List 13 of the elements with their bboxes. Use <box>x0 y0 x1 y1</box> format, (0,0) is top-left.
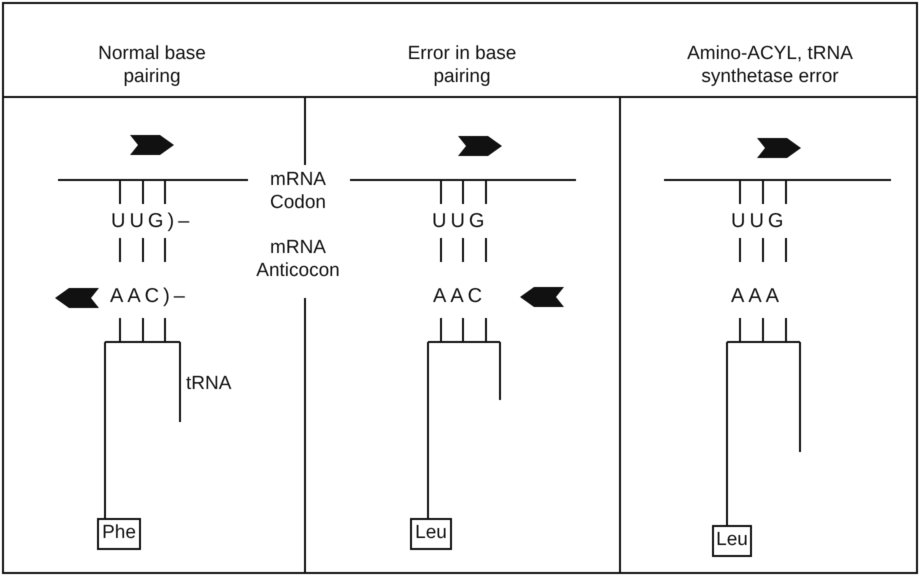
codon-bases: UUG)– <box>111 210 194 233</box>
trna-label: tRNA <box>186 372 232 395</box>
anticodon-bases: AAC)– <box>110 285 190 308</box>
codon-bases: UUG <box>731 210 788 233</box>
amino-acid-box: Leu <box>712 525 752 557</box>
column-heading: Error in base pairing <box>406 42 518 88</box>
anticodon-bases: AAA <box>731 285 784 308</box>
codon-bases: UUG <box>432 210 490 233</box>
amino-acid-box: Phe <box>97 518 141 550</box>
column-heading: Normal base pairing <box>97 42 207 88</box>
amino-acid-box: Leu <box>410 518 452 550</box>
anticodon-bases: AAC <box>433 285 488 308</box>
column-heading: Amino-ACYL, tRNA synthetase error <box>686 42 854 88</box>
